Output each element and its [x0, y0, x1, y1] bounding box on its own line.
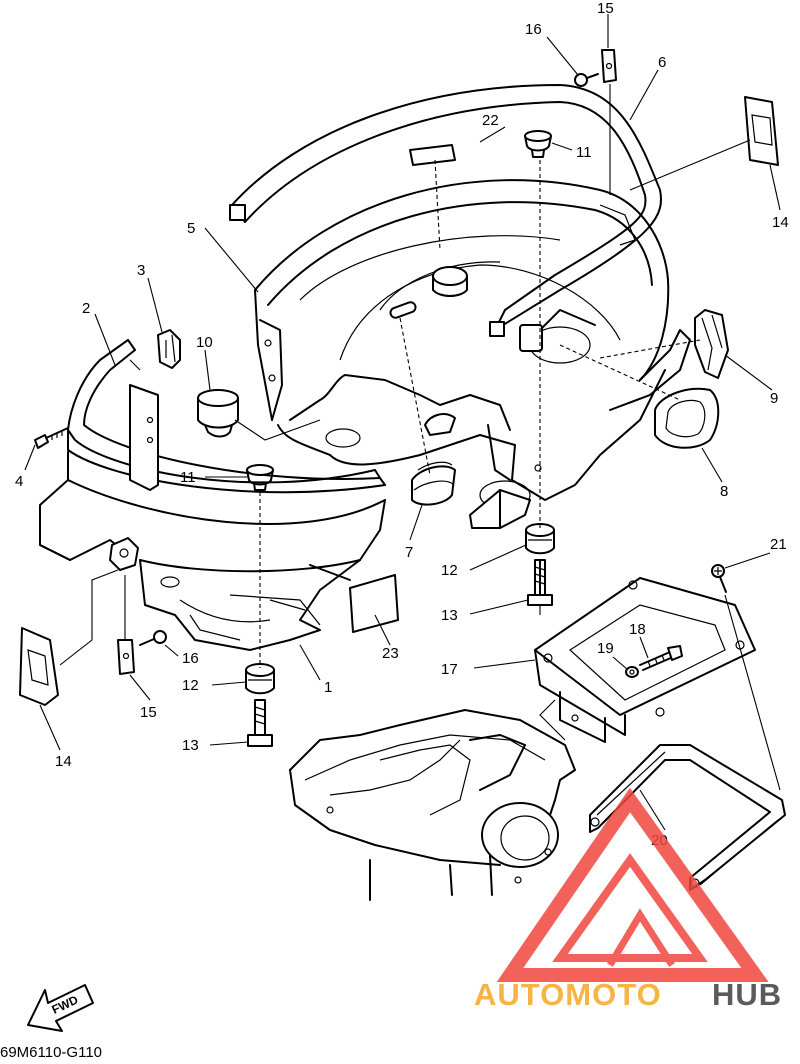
- label-part-13-left: 13: [182, 737, 199, 754]
- alignment-lines: [59, 84, 781, 791]
- label-part-5: 5: [187, 220, 195, 237]
- part-13-bolt-right: [527, 559, 553, 606]
- label-part-14-right: 14: [772, 214, 789, 231]
- part-8-grommet: [654, 387, 720, 449]
- part-6-rubber-seal: [229, 84, 662, 337]
- part-18-bolt: [639, 645, 683, 671]
- part-12-damper-left: [245, 663, 275, 695]
- label-part-16-lower: 16: [182, 650, 199, 667]
- part-7-grommet: [411, 461, 456, 506]
- part-22-label: [409, 144, 456, 166]
- part-11-grommet-lower: [246, 464, 274, 491]
- label-part-12-left: 12: [182, 677, 199, 694]
- logo-inner-triangle-icon: [552, 853, 708, 962]
- drawing-code: 69M6110-G110: [0, 1044, 102, 1059]
- label-part-12-right: 12: [441, 562, 458, 579]
- part-10-grommet: [197, 389, 239, 438]
- label-part-6: 6: [658, 54, 666, 71]
- part-17-mount-plate: [534, 577, 756, 743]
- part-19-washer: [625, 666, 639, 678]
- part-15-bracket-top: [601, 49, 617, 83]
- part-11-grommet-top: [524, 130, 552, 158]
- part-21-screw: [711, 564, 727, 593]
- label-part-21: 21: [770, 536, 787, 553]
- label-part-7: 7: [405, 544, 413, 561]
- part-12-damper-right: [525, 523, 555, 555]
- part-16-screw-lower: [139, 630, 167, 646]
- label-part-11-top: 11: [576, 144, 592, 161]
- label-part-16-top: 16: [525, 21, 542, 38]
- label-part-15-top: 15: [597, 0, 614, 17]
- part-15-bracket-lower: [117, 639, 135, 675]
- label-part-13-right: 13: [441, 607, 458, 624]
- part-3-bracket: [157, 329, 181, 369]
- part-13-bolt-left: [247, 699, 273, 747]
- front-latch: [109, 537, 139, 571]
- part-16-screw-top: [574, 73, 599, 87]
- label-part-18: 18: [629, 621, 646, 638]
- label-part-2: 2: [82, 300, 90, 317]
- part-9-grommet: [694, 309, 729, 379]
- logo-text-secondary: HUB: [712, 977, 782, 1012]
- logo-triangle-icon: [496, 787, 769, 982]
- part-23-label: [349, 574, 399, 633]
- logo-text-primary: AUTOMOTO: [474, 977, 662, 1012]
- label-part-17: 17: [441, 661, 458, 678]
- label-part-1: 1: [324, 679, 332, 696]
- label-part-15-lower: 15: [140, 704, 157, 721]
- part-2-front-seal: [67, 339, 386, 494]
- part-number-labels: 1 2 3 4 5 6 7 8 9 10 11 11 12 12 13 13 1…: [15, 0, 789, 849]
- part-5-bottom-cowling: [254, 179, 691, 529]
- front-bracket-plate: [129, 384, 159, 491]
- label-part-23: 23: [382, 645, 399, 662]
- label-part-9: 9: [770, 390, 778, 407]
- part-1-bottom-cover: [39, 451, 386, 651]
- label-part-4: 4: [15, 473, 23, 490]
- automotohub-logo: AUTOMOTO HUB: [474, 787, 782, 1012]
- fwd-direction-arrow: FWD: [27, 984, 94, 1032]
- label-part-11-lower: 11: [180, 469, 196, 486]
- callout-leaders: [24, 14, 781, 831]
- lower-engine-pan: [289, 709, 576, 901]
- part-4-screw: [34, 427, 69, 449]
- label-part-14-left: 14: [55, 753, 72, 770]
- label-part-8: 8: [720, 483, 728, 500]
- part-14-clip-left: [19, 627, 59, 706]
- part-14-clip-right: [744, 96, 779, 166]
- label-part-19: 19: [597, 640, 614, 657]
- label-part-10: 10: [196, 334, 213, 351]
- label-part-3: 3: [137, 262, 145, 279]
- label-part-22: 22: [482, 112, 499, 129]
